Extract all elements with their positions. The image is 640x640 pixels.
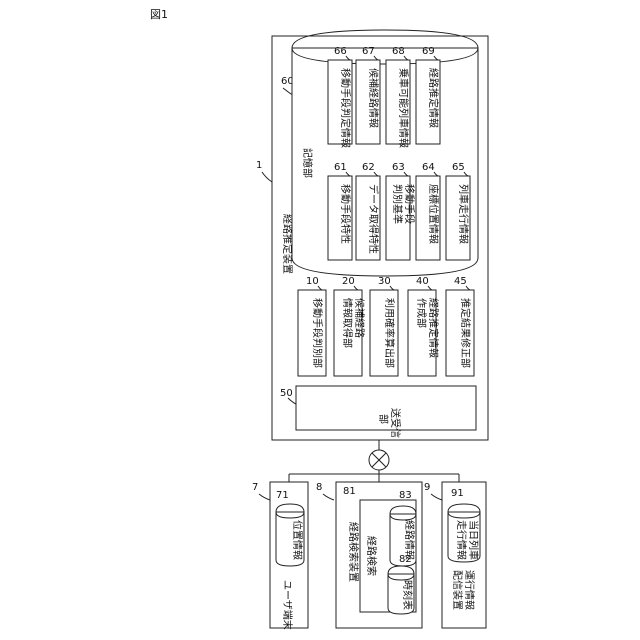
storage-item-63-label-line1: 移動手段 <box>403 184 416 224</box>
unit-10-label: 移動手段判別部 <box>311 298 324 368</box>
train-db-label-line1: 当日列車 <box>467 520 480 560</box>
storage-item-67-ref: 67 <box>362 46 375 57</box>
storage-item-63-label-line2: 判別基準 <box>391 184 404 224</box>
unit-45-label: 推定結果修正部 <box>459 298 472 368</box>
unit-40-label-line1: 経路推定情報 <box>427 298 440 358</box>
system-ref-leader <box>262 172 272 182</box>
storage-item-63-ref: 63 <box>392 162 405 173</box>
system-ref: 1 <box>256 160 262 171</box>
storage-item-65-label: 列車走行情報 <box>457 184 470 244</box>
unit-40-label-line2: 作成部 <box>415 298 428 328</box>
storage-item-66-ref: 66 <box>334 46 347 57</box>
storage-item-65-ref: 65 <box>452 162 465 173</box>
storage-item-69-label: 経路推定情報 <box>427 68 440 128</box>
operation-device-label-line1: 運行情報 <box>463 570 476 610</box>
storage-item-64-label: 座標位置情報 <box>427 184 440 244</box>
unit-20-label-line2: 情報取得部 <box>341 298 354 348</box>
storage-item-62-ref: 62 <box>362 162 375 173</box>
unit-40-ref: 40 <box>416 276 429 287</box>
location-db-ref: 71 <box>276 490 289 501</box>
operation-device-ref: 9 <box>424 482 430 493</box>
route-search-device-ref-leader <box>323 494 334 500</box>
storage-item-68-ref: 68 <box>392 46 405 57</box>
storage-item-67-label: 候補経路情報 <box>367 68 380 128</box>
operation-device-ref-leader <box>431 494 442 500</box>
timetable-db-ref: 82 <box>399 554 412 565</box>
unit-20-ref: 20 <box>342 276 355 287</box>
transceiver-label-line2: 部 <box>377 414 390 424</box>
route-search-ref: 81 <box>343 486 356 497</box>
storage-item-61-ref: 61 <box>334 162 347 173</box>
location-db-label: 位置情報 <box>291 520 304 560</box>
figure-title: 図1 <box>150 8 168 21</box>
operation-device-label-line2: 配信装置 <box>451 570 464 610</box>
storage-item-62-label: データ取得特性 <box>367 184 380 254</box>
route-search-device-ref: 8 <box>316 482 322 493</box>
network-cross-icon <box>369 450 389 470</box>
user-terminal-ref-leader <box>259 494 270 500</box>
unit-20-label-line1: 候補経路 <box>353 298 366 338</box>
storage-item-66-label: 移動手段判定情報 <box>339 68 352 148</box>
processing-units: 10 移動手段判別部 20 候補経路情報取得部 30 利用確率算出部 40 経路推定情報作成部… <box>298 276 474 376</box>
storage-item-64-ref: 64 <box>422 162 435 173</box>
train-db-label-line2: 走行情報 <box>455 520 468 560</box>
transceiver-label-line1: 送受信 <box>389 408 402 438</box>
train-db-ref: 91 <box>451 488 464 499</box>
storage-item-61-label: 移動手段特性 <box>339 184 352 244</box>
route-search-label: 経路検索 <box>365 536 378 576</box>
user-terminal-label: ユーザ端末 <box>281 580 294 630</box>
unit-10-ref: 10 <box>306 276 319 287</box>
storage-item-68-label: 乗車可能列車情報 <box>397 68 410 148</box>
storage-label: 記憶部 <box>301 148 314 178</box>
route-search-device-label: 経路検索装置 <box>347 522 360 582</box>
transceiver-ref: 50 <box>280 388 293 399</box>
route-db-ref: 83 <box>399 490 412 501</box>
storage-item-69-ref: 69 <box>422 46 435 57</box>
unit-45-ref: 45 <box>454 276 467 287</box>
timetable-db-label: 時刻表 <box>401 580 414 610</box>
unit-30-label: 利用確率算出部 <box>383 298 396 368</box>
unit-30-ref: 30 <box>378 276 391 287</box>
user-terminal-ref: 7 <box>252 482 258 493</box>
